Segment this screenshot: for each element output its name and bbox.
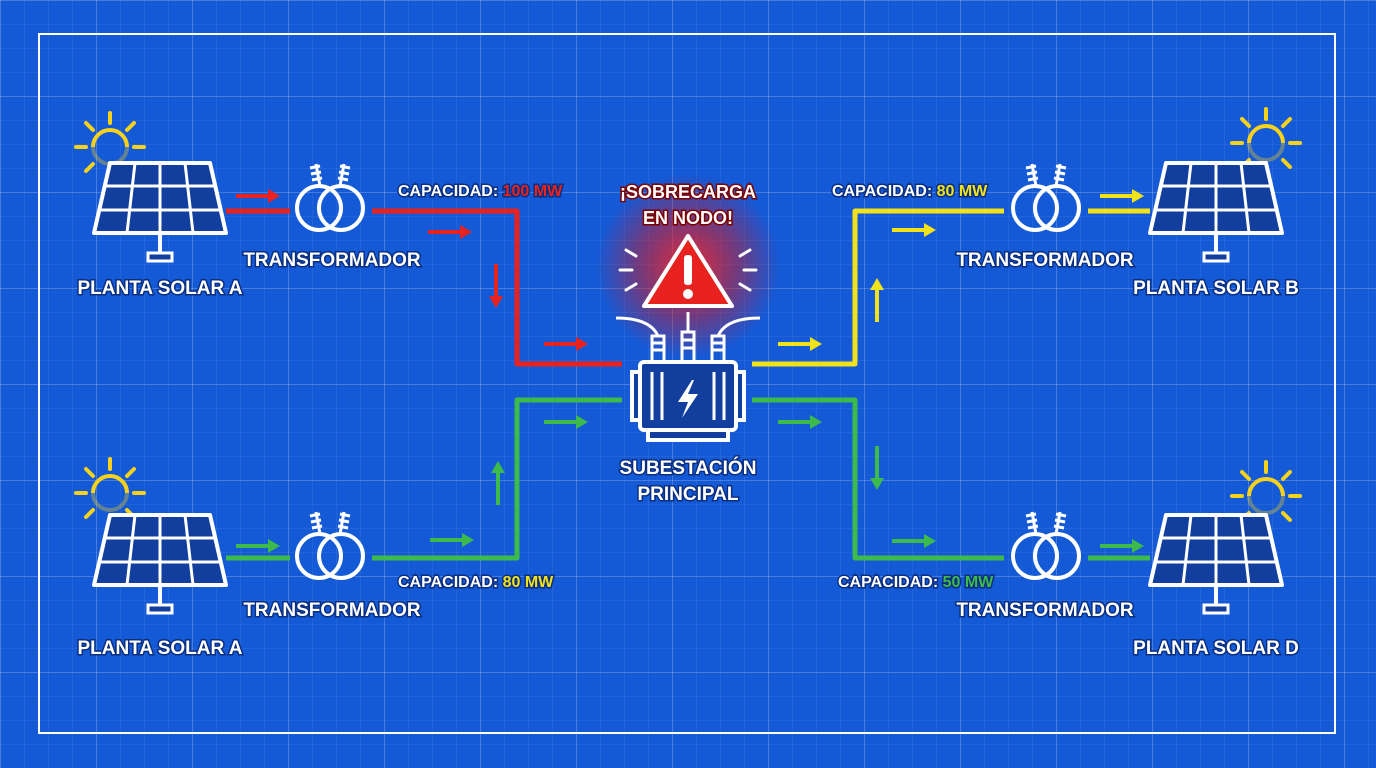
line-substation-to-transformer-b — [752, 208, 1004, 367]
arrow-down-icon — [868, 444, 886, 492]
plant-label: PLANTA SOLAR A — [77, 638, 242, 659]
transformer-icon — [1011, 162, 1081, 232]
plant-label: PLANTA SOLAR D — [1133, 638, 1299, 659]
arrow-right-icon — [1098, 187, 1146, 205]
plant-label: PLANTA SOLAR A — [77, 278, 242, 299]
arrow-right-icon — [1098, 537, 1146, 555]
arrow-right-icon — [428, 531, 476, 549]
sun-icon — [1230, 460, 1302, 522]
transformer-label: TRANSFORMADOR — [956, 250, 1134, 271]
arrow-right-icon — [542, 413, 590, 431]
substation-transformer-icon — [615, 312, 761, 442]
arrow-right-icon — [542, 335, 590, 353]
line-substation-to-transformer-d — [752, 397, 1004, 561]
arrow-right-icon — [776, 335, 824, 353]
arrow-up-icon — [489, 459, 507, 507]
alert-title-line1: ¡SOBRECARGA — [620, 182, 756, 202]
solar-panel-icon — [1148, 513, 1284, 615]
arrow-right-icon — [776, 413, 824, 431]
warning-triangle-icon — [618, 234, 758, 308]
capacity-label: CAPACIDAD: 100 MW — [398, 183, 563, 200]
arrow-right-icon — [890, 221, 938, 239]
substation-label-line2: PRINCIPAL — [638, 484, 739, 505]
sun-icon — [1230, 107, 1302, 169]
alert-title-line2: EN NODO! — [643, 208, 733, 228]
capacity-label: CAPACIDAD: 80 MW — [398, 574, 554, 591]
line-transformer-a-to-substation — [372, 208, 622, 367]
transformer-icon — [295, 162, 365, 232]
substation-label-line1: SUBESTACIÓN — [620, 457, 757, 479]
solar-panel-icon — [92, 513, 228, 615]
arrow-down-icon — [487, 262, 505, 310]
plant-label: PLANTA SOLAR B — [1133, 278, 1299, 299]
arrow-right-icon — [234, 537, 282, 555]
line-transformer-a2-to-substation — [372, 397, 622, 561]
transformer-label: TRANSFORMADOR — [243, 600, 421, 621]
sun-icon — [74, 457, 146, 519]
arrow-right-icon — [890, 532, 938, 550]
arrow-right-icon — [426, 223, 474, 241]
arrow-up-icon — [868, 276, 886, 324]
solar-panel-icon — [1148, 161, 1284, 263]
arrow-right-icon — [234, 187, 282, 205]
transformer-icon — [1011, 510, 1081, 580]
transformer-label: TRANSFORMADOR — [243, 250, 421, 271]
transformer-icon — [295, 510, 365, 580]
diagram-frame — [38, 33, 1336, 734]
capacity-label: CAPACIDAD: 80 MW — [832, 183, 988, 200]
transformer-label: TRANSFORMADOR — [956, 600, 1134, 621]
capacity-label: CAPACIDAD: 50 MW — [838, 574, 994, 591]
solar-panel-icon — [92, 161, 228, 263]
